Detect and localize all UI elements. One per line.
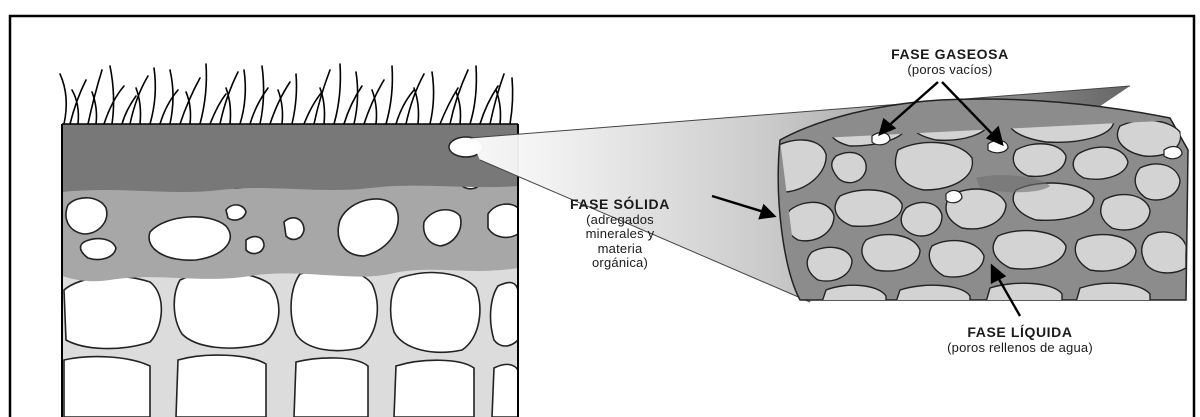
liquid-phase-title: FASE LÍQUIDA: [890, 325, 1150, 341]
gas-phase-title: FASE GASEOSA: [840, 47, 1060, 63]
gas-phase-label: FASE GASEOSA (poros vacíos): [840, 47, 1060, 77]
solid-phase-label: FASE SÓLIDA (adregados minerales y mater…: [535, 197, 705, 271]
solid-phase-line: (adregados: [535, 213, 705, 228]
gas-phase-subtitle: (poros vacíos): [840, 63, 1060, 78]
liquid-phase-subtitle: (poros rellenos de agua): [890, 341, 1150, 356]
topsoil-layer: [62, 124, 518, 192]
grass-icon: [60, 64, 513, 124]
solid-phase-line: minerales y: [535, 227, 705, 242]
solid-phase-title: FASE SÓLIDA: [535, 197, 705, 213]
liquid-phase-label: FASE LÍQUIDA (poros rellenos de agua): [890, 325, 1150, 355]
solid-phase-line: materia: [535, 242, 705, 257]
magnified-soil-block: [767, 99, 1188, 302]
solid-phase-line: orgánica): [535, 256, 705, 271]
soil-profile: [60, 64, 518, 417]
